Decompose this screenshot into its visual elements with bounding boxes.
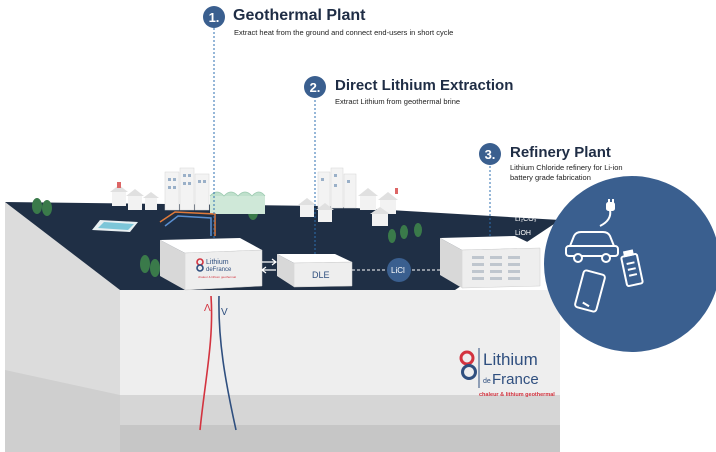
step-1-description: Extract heat from the ground and connect…: [234, 28, 454, 37]
step-1-title: Geothermal Plant: [233, 7, 366, 24]
brand-name-line1: Lithium: [483, 350, 538, 369]
product-li2co3: Li₂CO₃: [515, 216, 537, 223]
step-2-title: Direct Lithium Extraction: [335, 77, 514, 94]
step-3-number-badge: 3.: [479, 143, 501, 165]
ground-bottom-strata: [120, 425, 560, 452]
geothermal-plant-building: [160, 238, 263, 291]
licl-label: LiCl: [391, 266, 405, 275]
hot-brine-up-arrow: Λ: [204, 303, 211, 314]
dle-label: DLE: [312, 270, 330, 280]
heat-network-pipes: [159, 211, 216, 236]
step-3-description: Lithium Chloride refinery for Li-ion bat…: [510, 163, 623, 182]
greenhouses: [209, 191, 266, 214]
plant-logo-line2: deFrance: [206, 267, 232, 273]
electric-car-icon: [565, 231, 619, 263]
cold-brine-down-arrow: V: [221, 307, 228, 318]
step-1-number-badge: 1.: [203, 6, 225, 28]
apartment-windows: [168, 174, 350, 189]
step-2-description: Extract Lithium from geothermal brine: [335, 97, 461, 106]
plug-icon: [599, 199, 615, 227]
swimming-pool: [92, 220, 138, 232]
brand-tagline: chaleur & lithium geothermal: [479, 392, 555, 398]
houses-left: [110, 182, 159, 210]
step-2-number-badge: 2.: [304, 76, 326, 98]
houses-right: [298, 188, 398, 226]
ground-left-lower-strata: [5, 370, 120, 452]
refinery-plant-building: [440, 236, 541, 289]
geothermal-wells: [199, 295, 237, 431]
plant-logo: Lithium deFrance chaleur & lithium geoth…: [196, 258, 236, 279]
brand-logo: Lithium de France chaleur & lithium geot…: [459, 348, 555, 398]
smartphone-icon: [574, 269, 606, 313]
brand-name-de: de: [483, 378, 491, 385]
step-3-title: Refinery Plant: [510, 144, 611, 161]
brand-name-line2: France: [492, 371, 539, 388]
plant-logo-line1: Lithium: [206, 259, 229, 266]
dle-unit: DLE: [277, 254, 353, 288]
licl-connector: LiCl: [352, 258, 445, 282]
plant-dle-flow-arrows: [261, 258, 277, 274]
product-lioh: LiOH: [515, 230, 531, 237]
callout-lines: [213, 28, 491, 262]
battery-icon: [620, 249, 644, 287]
plant-logo-tagline: chaleur & lithium geothermal: [198, 275, 236, 279]
